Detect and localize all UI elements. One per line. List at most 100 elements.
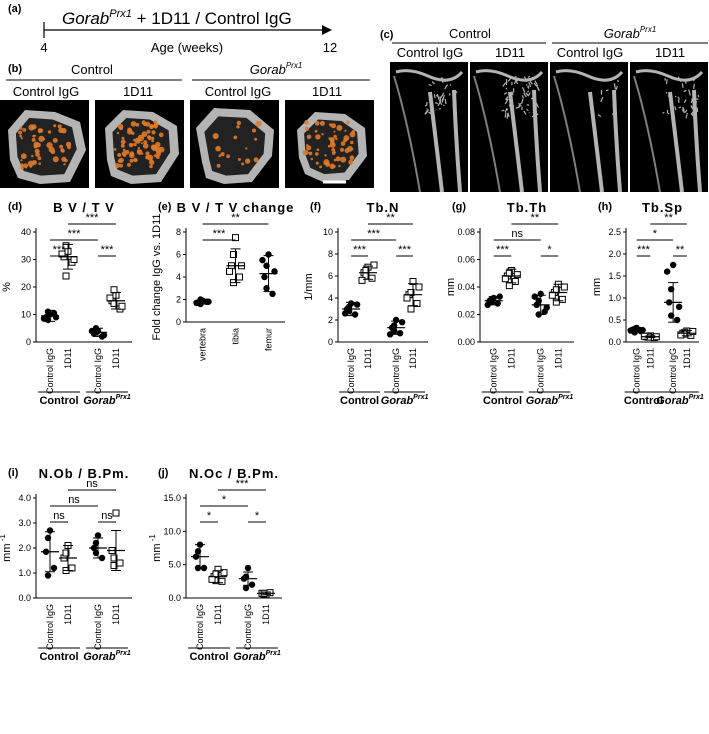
x-category-label: Control IgG xyxy=(93,348,103,394)
trabecula xyxy=(114,148,117,151)
y-axis-label-text: 1/mm xyxy=(303,273,315,301)
significance-label: *** xyxy=(398,244,412,256)
significance-label: ns xyxy=(511,228,523,240)
series-1d11 xyxy=(209,566,227,584)
chart-title: B V / T V xyxy=(53,200,115,215)
data-point xyxy=(201,565,207,571)
group-label-mutant-name: Gorab xyxy=(526,395,559,407)
series-tibia xyxy=(227,235,245,286)
data-point xyxy=(664,268,670,274)
series-1d11 xyxy=(502,268,520,289)
y-tick-label: 0.5 xyxy=(608,315,621,325)
trabecula xyxy=(121,140,126,145)
series-1d11 xyxy=(359,262,377,283)
panel-b-label: (b) xyxy=(8,63,22,75)
series-control-igg xyxy=(239,565,257,591)
trabecula xyxy=(129,143,133,147)
trabecula xyxy=(351,148,353,150)
y-axis-label-sup: -1 xyxy=(0,534,7,544)
y-tick-label: 0.0 xyxy=(168,593,181,603)
trabecula xyxy=(505,112,506,117)
y-tick-label: 1.0 xyxy=(608,293,621,303)
panel-c-images xyxy=(390,62,708,192)
trabecula xyxy=(238,158,241,161)
trabecula xyxy=(35,149,40,154)
group-label-mutant-sup: Prx1 xyxy=(558,394,573,401)
y-tick-label: 2.0 xyxy=(18,543,31,553)
trabecula xyxy=(236,125,239,128)
data-point xyxy=(63,273,69,279)
panel-c-sub-4: 1D11 xyxy=(655,45,685,60)
panel-c-sub-2: 1D11 xyxy=(495,45,525,60)
chart-i: (i)N.Ob / B.Pm.0.01.02.03.04.0mm -1Contr… xyxy=(0,466,132,663)
trabecula xyxy=(506,82,507,85)
data-point xyxy=(549,292,555,298)
trabecula xyxy=(319,166,322,169)
trabecula xyxy=(303,150,309,156)
trabecula xyxy=(131,121,137,127)
y-tick-label: 0.0 xyxy=(608,337,621,347)
trabecula xyxy=(133,158,137,162)
trabecula xyxy=(321,133,323,135)
trabecula xyxy=(434,94,435,98)
timeline-gene-sup: Prx1 xyxy=(109,8,132,20)
y-tick-label: 4 xyxy=(176,272,181,282)
y-tick-label: 40 xyxy=(21,227,31,237)
y-tick-label: 2.0 xyxy=(608,249,621,259)
data-point xyxy=(502,276,508,282)
trabecula xyxy=(38,156,42,160)
panel-e-label: (e) xyxy=(158,201,172,213)
data-point xyxy=(107,295,113,301)
x-category-label: 1D11 xyxy=(213,604,223,625)
trabecula xyxy=(151,130,155,134)
y-tick-label: 4 xyxy=(328,293,333,303)
data-point xyxy=(397,330,403,336)
data-point xyxy=(245,565,251,571)
trabecula xyxy=(316,162,319,165)
trabecula xyxy=(526,85,527,86)
x-category-label: 1D11 xyxy=(645,348,655,369)
trabecula xyxy=(698,95,699,97)
significance-label: ** xyxy=(664,212,673,224)
data-point xyxy=(227,268,233,274)
trabecula xyxy=(137,149,140,152)
chart-title: N.Ob / B.Pm. xyxy=(39,466,130,481)
trabecula xyxy=(343,138,347,142)
significance-label: *** xyxy=(496,244,510,256)
data-point xyxy=(532,293,538,299)
panel-b-sub-1: Control IgG xyxy=(13,84,79,99)
chart-title: N.Oc / B.Pm. xyxy=(189,466,279,481)
x-category-label: Control IgG xyxy=(45,604,55,650)
y-axis-label-text: % xyxy=(1,282,13,292)
data-point xyxy=(627,327,633,333)
microct-section-1 xyxy=(0,100,89,188)
y-tick-label: 0 xyxy=(176,317,181,327)
y-axis-label-sup: -1 xyxy=(148,534,157,544)
trabecula xyxy=(59,145,63,149)
trabecula xyxy=(694,84,695,89)
group-label-mutant-name: Gorab xyxy=(83,395,116,407)
trabecula xyxy=(118,159,122,163)
trabecula xyxy=(20,163,24,167)
trabecula xyxy=(445,99,446,104)
trabecula xyxy=(687,113,688,114)
trabecula xyxy=(151,140,154,143)
y-tick-label: 20 xyxy=(21,282,31,292)
y-tick-label: 6 xyxy=(176,250,181,260)
significance-label: ns xyxy=(86,478,98,490)
panel-c-label: (c) xyxy=(380,29,394,41)
x-category-label: Control IgG xyxy=(489,348,499,394)
trabecula xyxy=(32,135,35,138)
significance-label: *** xyxy=(86,212,100,224)
trabecula xyxy=(31,124,36,129)
series-1d11 xyxy=(107,287,125,312)
trabecula xyxy=(129,153,135,159)
trabecula xyxy=(130,159,134,163)
trabecula xyxy=(436,95,438,96)
trabecula xyxy=(122,151,127,156)
x-category-label: Control IgG xyxy=(93,604,103,650)
y-axis-label-text: Fold change IgG vs. 1D11 xyxy=(151,214,163,341)
trabecula xyxy=(32,160,37,165)
series-vertebra xyxy=(193,296,211,307)
